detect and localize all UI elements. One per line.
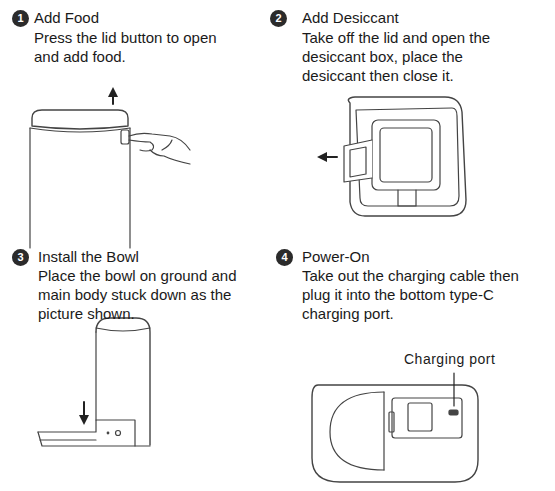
step-number-circle: 4 — [276, 249, 293, 266]
step-number-circle: 3 — [12, 249, 29, 266]
step-number: 1 — [17, 13, 23, 24]
step-heading: Add Food — [34, 8, 234, 27]
feeder-figure — [30, 92, 190, 248]
lid-figure — [322, 97, 466, 216]
step-heading: Power-On — [302, 247, 542, 266]
step-text: Take off the lid and open the desiccant … — [302, 28, 530, 85]
step-number: 4 — [281, 252, 287, 263]
step-text: Press the lid button to open and add foo… — [34, 28, 244, 66]
bowl-figure — [38, 318, 150, 446]
base-figure — [312, 373, 478, 482]
part-label: Charging port — [402, 350, 497, 369]
step-text: Place the bowl on ground and main body s… — [38, 266, 250, 323]
step-heading: Install the Bowl — [38, 247, 258, 266]
step-heading: Add Desiccant — [302, 8, 542, 27]
step-text: Take out the charging cable then plug it… — [302, 266, 538, 323]
step-number-circle: 1 — [12, 10, 29, 27]
step-number: 2 — [275, 13, 281, 24]
step-number-circle: 2 — [270, 10, 287, 27]
step-number: 3 — [17, 252, 23, 263]
